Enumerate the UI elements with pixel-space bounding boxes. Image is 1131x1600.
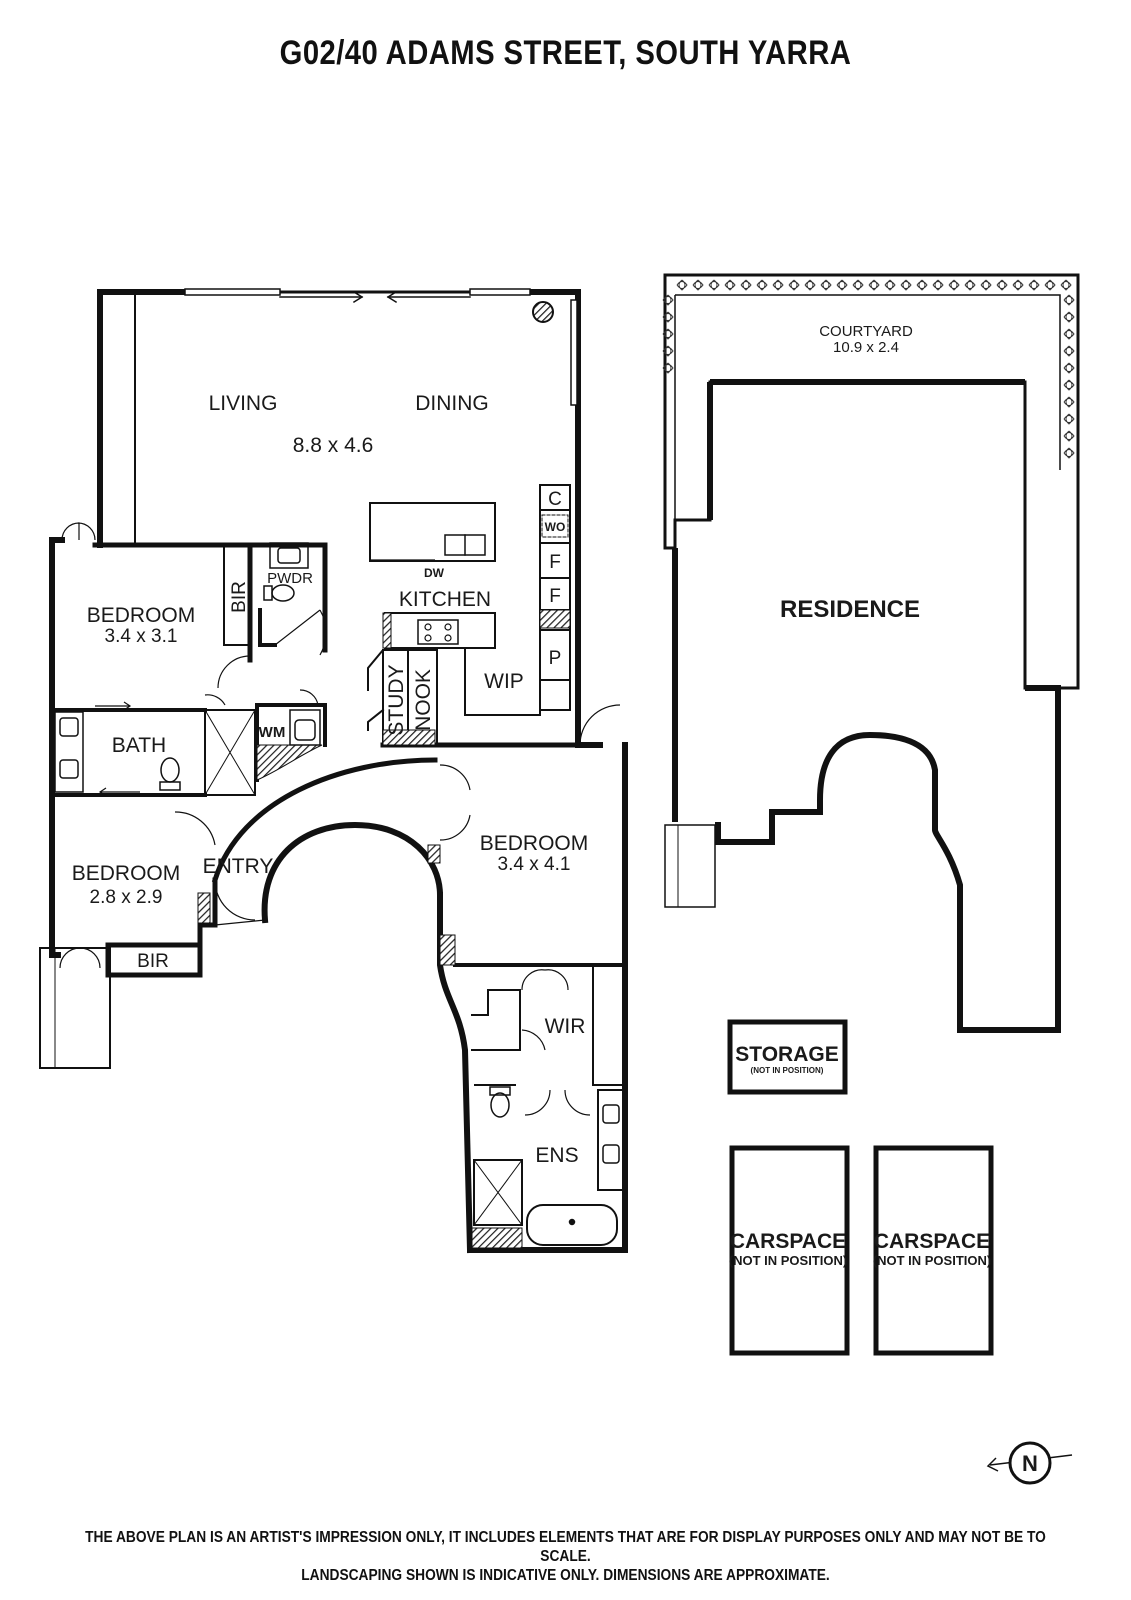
- courtyard-size: 10.9 x 2.4: [833, 339, 899, 356]
- fixtures: [54, 542, 620, 1226]
- kitchen-label: KITCHEN: [399, 588, 491, 611]
- wm-label: WM: [259, 724, 286, 741]
- planter-hedge: [662, 279, 1075, 459]
- courtyard-label: COURTYARD: [819, 323, 913, 340]
- disclaimer-line-2: LANDSCAPING SHOWN IS INDICATIVE ONLY. DI…: [301, 1567, 830, 1584]
- carspace1-label: CARSPACE: [730, 1230, 846, 1253]
- door-swings: [59, 522, 621, 1116]
- bath-toilet-icon: [160, 757, 180, 783]
- carspace1-note: (NOT IN POSITION): [729, 1253, 847, 1268]
- powder-basin-icon: [269, 542, 309, 569]
- ensuite-label: ENS: [535, 1144, 578, 1167]
- pantry-label: P: [549, 648, 562, 669]
- fridge-label-1: F: [549, 552, 561, 573]
- ensuite-toilet-icon: [490, 1092, 510, 1118]
- living-label: LIVING: [209, 392, 278, 415]
- cupboard-label: C: [548, 489, 562, 510]
- bath-label: BATH: [112, 734, 166, 757]
- disclaimer-line-1: THE ABOVE PLAN IS AN ARTIST'S IMPRESSION…: [85, 1529, 1046, 1565]
- bedroom3-label: BEDROOM: [480, 832, 589, 855]
- wir-label: WIR: [545, 1015, 586, 1038]
- storage-note: (NOT IN POSITION): [751, 1066, 824, 1075]
- parking-and-storage: [727, 1019, 994, 1356]
- residence-label: RESIDENCE: [780, 596, 920, 623]
- bedroom1-label: BEDROOM: [87, 604, 196, 627]
- powder-label: PWDR: [267, 570, 313, 587]
- page-title: G02/40 ADAMS STREET, SOUTH YARRA: [279, 34, 852, 72]
- wall-oven-label: WO: [545, 520, 566, 534]
- bedroom2-label: BEDROOM: [72, 862, 181, 885]
- nook-label: NOOK: [412, 669, 435, 731]
- north-compass: N: [986, 1441, 1073, 1485]
- entry-label: ENTRY: [203, 855, 274, 878]
- carspace2-note: (NOT IN POSITION): [873, 1253, 991, 1268]
- wip-label: WIP: [484, 670, 524, 693]
- dishwasher-label: DW: [424, 566, 445, 580]
- laundry-tub-icon: [289, 709, 321, 746]
- residence-and-courtyard: [663, 273, 1080, 1033]
- bath-vanity-icon: [54, 711, 84, 793]
- living-dining-size: 8.8 x 4.6: [293, 434, 374, 457]
- storage-label: STORAGE: [735, 1043, 838, 1066]
- bir1-label: BIR: [229, 581, 250, 613]
- powder-toilet-icon: [271, 584, 295, 602]
- bedroom3-size: 3.4 x 4.1: [498, 854, 571, 875]
- carspace2-label: CARSPACE: [874, 1230, 990, 1253]
- dining-label: DINING: [415, 392, 489, 415]
- compass-label: N: [1022, 1451, 1038, 1476]
- hatched-walls: [197, 301, 571, 1249]
- study-label: STUDY: [385, 664, 408, 735]
- room-labels: LIVING DINING 8.8 x 4.6 KITCHEN DW WIP C…: [72, 323, 991, 1268]
- bedroom1-size: 3.4 x 3.1: [105, 626, 178, 647]
- disclaimer: THE ABOVE PLAN IS AN ARTIST'S IMPRESSION…: [79, 1528, 1052, 1585]
- bedroom2-size: 2.8 x 2.9: [90, 887, 163, 908]
- bir2-label: BIR: [137, 951, 169, 972]
- fridge-label-2: F: [549, 586, 561, 607]
- ensuite-basin-icon: [602, 1104, 620, 1124]
